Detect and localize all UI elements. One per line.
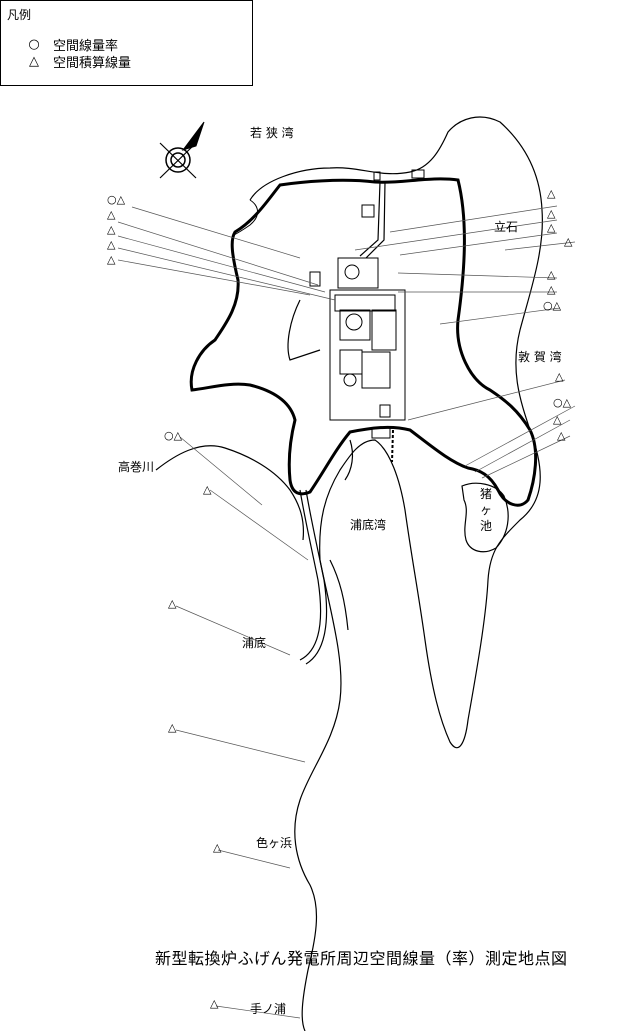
marker-takamaki-1: ○△ xyxy=(164,429,183,442)
legend-item-label: 空間積算線量 xyxy=(53,56,132,71)
marker-irogahama-1: △ xyxy=(213,841,222,854)
place-wakasa-bay: 若 狭 湾 xyxy=(250,126,294,140)
place-takamaki-river: 高巻川 xyxy=(118,460,155,474)
marker-right-8: △ xyxy=(555,370,564,383)
marker-right-6: △ xyxy=(547,283,556,296)
facility-buildings xyxy=(309,169,425,439)
legend-title: 凡例 xyxy=(7,8,32,22)
place-tenoura: 手ノ浦 xyxy=(250,1002,287,1016)
marker-urasoko-2: △ xyxy=(168,721,177,734)
marker-right-10: △ xyxy=(553,413,562,426)
place-urasoko-bay: 浦底湾 xyxy=(350,518,387,532)
legend-box: 凡例 ○ 空間線量率 △ 空間積算線量 xyxy=(0,0,253,86)
place-inogaike-char: 池 xyxy=(479,519,492,533)
place-tateishi: 立石 xyxy=(494,220,519,234)
marker-left-1: ○△ xyxy=(107,193,126,206)
legend-item-dose-rate: ○ 空間線量率 xyxy=(27,35,118,54)
coastline xyxy=(249,116,543,1031)
marker-left-3: △ xyxy=(107,223,116,236)
place-irogahama: 色ヶ浜 xyxy=(256,836,293,850)
place-inogaike-char: ヶ xyxy=(479,503,492,517)
inogaike-pond xyxy=(461,482,509,553)
triangle-icon: △ xyxy=(29,54,39,69)
marker-left-5: △ xyxy=(107,253,116,266)
place-inogaike-char: 猪 xyxy=(479,487,492,501)
place-tsuruga-bay: 敦 賀 湾 xyxy=(518,350,562,364)
marker-right-1: △ xyxy=(547,187,556,200)
marker-right-2: △ xyxy=(547,207,556,220)
legend-item-integrated-dose: △ 空間積算線量 xyxy=(27,52,131,71)
marker-takamaki-2: △ xyxy=(203,483,212,496)
circle-icon: ○ xyxy=(28,37,40,52)
roads xyxy=(287,181,386,665)
marker-right-3: △ xyxy=(547,221,556,234)
pier xyxy=(391,429,394,463)
marker-right-5: △ xyxy=(547,268,556,281)
marker-right-9: ○△ xyxy=(553,396,572,409)
west-coastline xyxy=(155,445,305,541)
leader-lines xyxy=(117,205,576,1019)
place-urasoko: 浦底 xyxy=(242,636,267,650)
place-inogaike: 猪 ヶ 池 xyxy=(479,486,493,534)
marker-right-11: △ xyxy=(557,429,566,442)
figure-title: 新型転換炉ふげん発電所周辺空間線量（率）測定地点図 xyxy=(155,949,568,968)
marker-tenoura-1: △ xyxy=(210,997,219,1010)
marker-right-4: △ xyxy=(564,235,573,248)
marker-urasoko-1: △ xyxy=(168,597,177,610)
marker-left-4: △ xyxy=(107,238,116,251)
north-arrow-icon xyxy=(159,121,205,179)
site-boundary xyxy=(189,177,538,507)
marker-right-7: ○△ xyxy=(543,299,562,312)
marker-left-2: △ xyxy=(107,208,116,221)
legend-item-label: 空間線量率 xyxy=(53,39,119,54)
